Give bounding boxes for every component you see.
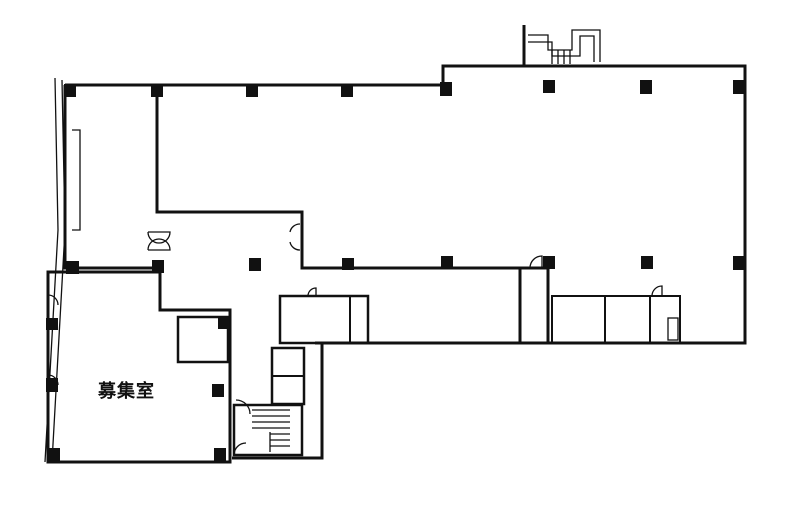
exterior-stair bbox=[522, 25, 601, 66]
columns bbox=[46, 80, 745, 462]
column bbox=[640, 80, 652, 94]
stairwell bbox=[232, 403, 304, 457]
left-room-wall bbox=[63, 85, 157, 270]
column bbox=[342, 258, 354, 270]
recruit-room-wall bbox=[46, 270, 232, 464]
column bbox=[641, 256, 653, 269]
column bbox=[543, 256, 555, 269]
column bbox=[218, 317, 228, 329]
column bbox=[341, 84, 353, 97]
column bbox=[46, 318, 58, 330]
column bbox=[249, 258, 261, 271]
column bbox=[440, 82, 452, 96]
column bbox=[733, 80, 745, 94]
column bbox=[151, 84, 163, 97]
column bbox=[212, 384, 224, 397]
column bbox=[543, 80, 555, 93]
column bbox=[66, 261, 79, 274]
column bbox=[214, 448, 226, 462]
column bbox=[152, 260, 164, 273]
office-rooms bbox=[551, 295, 681, 344]
column bbox=[48, 448, 60, 462]
storage-room bbox=[278, 294, 370, 345]
column bbox=[441, 256, 453, 269]
column bbox=[246, 84, 258, 97]
column bbox=[733, 256, 745, 270]
outer-wall bbox=[65, 64, 747, 460]
column bbox=[64, 84, 76, 97]
lobby-room bbox=[176, 315, 230, 364]
room-label-recruitment: 募集室 bbox=[98, 381, 155, 402]
interior-wall bbox=[155, 85, 520, 270]
door bbox=[47, 223, 663, 456]
column bbox=[46, 378, 58, 392]
balcony-line bbox=[72, 129, 81, 231]
sink bbox=[667, 317, 679, 341]
stair-treads bbox=[252, 409, 290, 452]
